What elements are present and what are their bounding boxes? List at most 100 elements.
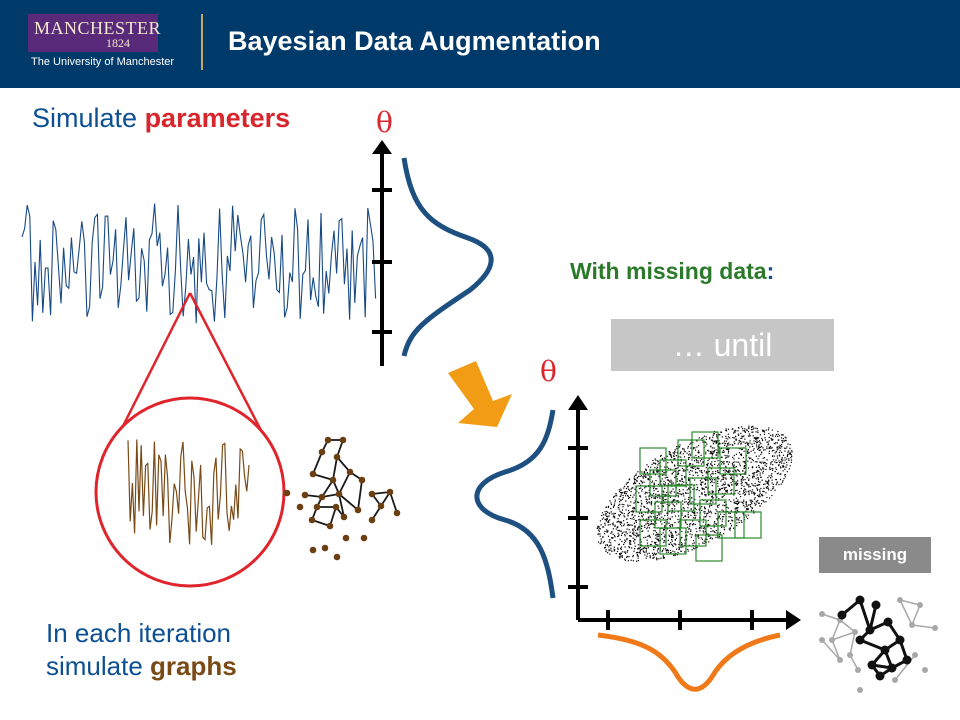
scatter-point bbox=[710, 439, 713, 441]
scatter-point bbox=[783, 462, 785, 464]
scatter-point bbox=[690, 483, 693, 485]
scatter-point bbox=[791, 455, 793, 457]
scatter-point bbox=[641, 516, 643, 518]
scatter-point bbox=[786, 446, 788, 448]
scatter-point bbox=[728, 516, 730, 518]
graph-node-observed bbox=[837, 610, 847, 620]
scatter-point bbox=[741, 521, 743, 523]
scatter-point bbox=[779, 445, 781, 447]
scatter-point bbox=[771, 461, 773, 463]
scatter-point bbox=[789, 465, 791, 467]
scatter-point bbox=[637, 547, 640, 549]
scatter-point bbox=[710, 530, 712, 533]
scatter-point bbox=[729, 529, 731, 531]
scatter-point bbox=[724, 469, 726, 471]
scatter-point bbox=[695, 509, 697, 511]
scatter-point bbox=[656, 471, 658, 473]
scatter-point bbox=[724, 440, 726, 442]
scatter-point bbox=[749, 504, 751, 506]
scatter-point bbox=[599, 520, 602, 522]
scatter-point bbox=[702, 461, 704, 463]
scatter-point bbox=[712, 497, 714, 499]
scatter-point bbox=[708, 470, 711, 472]
scatter-point bbox=[738, 452, 740, 454]
scatter-point bbox=[764, 462, 766, 464]
graph-node-missing bbox=[847, 652, 853, 658]
scatter-point bbox=[675, 532, 677, 534]
scatter-point bbox=[725, 465, 727, 467]
scatter-point bbox=[647, 544, 649, 546]
scatter-point bbox=[712, 473, 714, 475]
scatter-point bbox=[613, 548, 615, 550]
scatter-point bbox=[781, 462, 783, 464]
scatter-point bbox=[684, 551, 686, 553]
scatter-point bbox=[766, 487, 768, 489]
scatter-point bbox=[762, 466, 764, 469]
scatter-point bbox=[626, 528, 628, 530]
scatter-point bbox=[743, 489, 745, 491]
scatter-point bbox=[683, 448, 685, 450]
scatter-point bbox=[658, 507, 660, 509]
scatter-point bbox=[619, 501, 621, 503]
scatter-point bbox=[620, 495, 622, 497]
scatter-point bbox=[768, 475, 770, 477]
graph-node-missing bbox=[932, 625, 938, 631]
scatter-point bbox=[671, 461, 673, 463]
scatter-point bbox=[617, 536, 619, 538]
scatter-point bbox=[717, 471, 719, 474]
scatter-point bbox=[624, 546, 626, 548]
scatter-point bbox=[751, 467, 754, 469]
scatter-point bbox=[712, 530, 714, 532]
scatter-point bbox=[692, 540, 695, 542]
scatter-point bbox=[706, 501, 708, 503]
scatter-point bbox=[639, 509, 641, 511]
scatter-point bbox=[620, 530, 622, 532]
scatter-point bbox=[703, 506, 706, 508]
scatter-point bbox=[664, 494, 666, 496]
scatter-point bbox=[676, 534, 678, 536]
scatter-point bbox=[712, 501, 714, 503]
scatter-point bbox=[704, 528, 706, 530]
scatter-point bbox=[774, 452, 776, 454]
scatter-point bbox=[704, 512, 706, 515]
scatter-point bbox=[768, 452, 770, 455]
scatter-point bbox=[641, 482, 643, 484]
scatter-point bbox=[716, 452, 718, 454]
missing-data-square bbox=[717, 511, 745, 539]
scatter-point bbox=[780, 461, 782, 463]
scatter-point bbox=[691, 534, 693, 536]
scatter-point bbox=[691, 466, 693, 468]
scatter-point bbox=[681, 530, 683, 533]
scatter-point bbox=[735, 471, 737, 473]
scatter-point bbox=[730, 489, 732, 492]
scatter-point bbox=[706, 464, 708, 466]
scatter-point bbox=[701, 487, 703, 489]
scatter-point bbox=[759, 449, 761, 451]
scatter-point bbox=[767, 441, 769, 443]
scatter-point bbox=[782, 480, 784, 482]
scatter-point bbox=[680, 493, 682, 496]
scatter-point bbox=[768, 489, 770, 491]
scatter-point bbox=[737, 483, 739, 485]
scatter-point bbox=[634, 481, 636, 483]
scatter-point bbox=[728, 499, 730, 501]
scatter-point bbox=[642, 477, 644, 479]
scatter-point bbox=[674, 551, 676, 553]
scatter-point bbox=[674, 543, 676, 545]
scatter-point bbox=[762, 461, 764, 463]
scatter-point bbox=[724, 444, 726, 446]
scatter-point bbox=[691, 459, 693, 461]
scatter-point bbox=[761, 437, 763, 439]
scatter-point bbox=[688, 458, 690, 460]
scatter-point bbox=[716, 435, 718, 437]
scatter-point bbox=[781, 451, 783, 453]
scatter-point bbox=[716, 476, 718, 478]
scatter-point bbox=[626, 539, 628, 541]
scatter-point bbox=[746, 504, 748, 506]
scatter-point bbox=[722, 449, 724, 452]
scatter-point bbox=[686, 466, 688, 468]
scatter-point bbox=[606, 518, 608, 520]
scatter-point bbox=[749, 435, 751, 437]
parameter-axis-arrowhead bbox=[372, 140, 392, 154]
scatter-point bbox=[655, 537, 657, 539]
